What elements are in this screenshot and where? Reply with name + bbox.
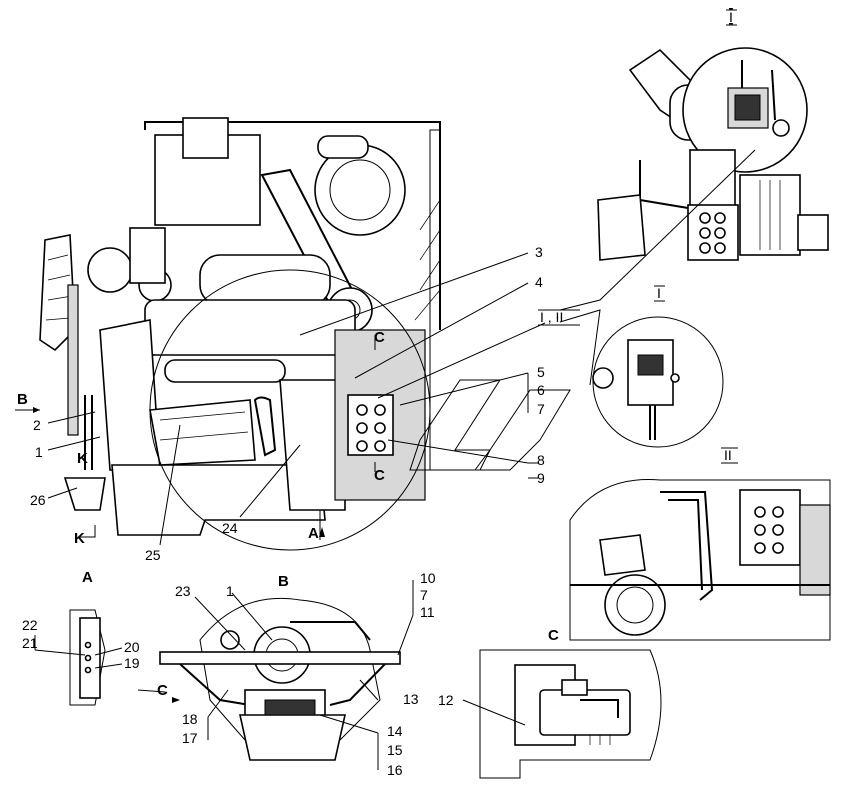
detail-ii-title: II (724, 447, 732, 463)
callout-8: 8 (537, 452, 545, 468)
view-c-title: C (548, 627, 559, 644)
callout-12: 12 (438, 692, 454, 708)
view-b (159, 597, 401, 761)
view-k-bottom-label: K (74, 530, 85, 547)
section-c-bottom-label: C (374, 467, 385, 484)
callout-1: 1 (35, 444, 43, 460)
callout-2: 2 (33, 417, 41, 433)
callout-19: 19 (124, 655, 140, 671)
callout-26: 26 (30, 492, 46, 508)
detail-ii (592, 316, 724, 448)
callout-23: 23 (175, 583, 191, 599)
callout-20: 20 (124, 639, 140, 655)
callout-3: 3 (535, 244, 543, 260)
fan-blades (39, 234, 79, 436)
callout-10: 10 (420, 570, 436, 586)
main-engine-view (39, 117, 571, 551)
detail-i-title: I (729, 9, 733, 25)
callout-17: 17 (182, 730, 198, 746)
callout-13: 13 (403, 691, 419, 707)
callout-16: 16 (387, 762, 403, 778)
callout-4: 4 (535, 274, 543, 290)
detail-i (585, 45, 847, 290)
section-c-top-label: C (374, 329, 385, 346)
view-c (569, 479, 831, 641)
callout-5: 5 (537, 364, 545, 380)
callout-1-view-b: 1 (226, 583, 234, 599)
callout-15: 15 (387, 742, 403, 758)
detail-i-caption: I (657, 285, 661, 301)
callout-9: 9 (537, 470, 545, 486)
view-b-title: B (278, 573, 289, 590)
callout-18: 18 (182, 711, 198, 727)
view-k-top-label: K (77, 450, 88, 467)
view-starter (479, 649, 662, 779)
callout-14: 14 (387, 723, 403, 739)
callout-21: 21 (22, 635, 38, 651)
callout-7-view-b: 7 (420, 587, 428, 603)
callout-7: 7 (537, 401, 545, 417)
view-b-arrow-label: B (17, 391, 28, 408)
view-letter-labels: B K K A C C A B C C (17, 329, 559, 699)
callout-11: 11 (420, 604, 435, 620)
callout-25: 25 (145, 547, 161, 563)
view-a (69, 609, 106, 706)
callout-6: 6 (537, 382, 545, 398)
view-a-title: A (82, 569, 93, 586)
reference-i-ii: I , II (540, 309, 563, 325)
callout-24: 24 (222, 520, 238, 536)
view-a-arrow-label: A (308, 525, 319, 542)
callout-labels: 3 4 5 6 7 8 9 2 1 26 25 24 22 21 20 19 2… (22, 244, 545, 778)
roman-numeral-labels: I I II I , II (538, 9, 738, 464)
leader-lines (15, 149, 756, 770)
callout-22: 22 (22, 617, 38, 633)
view-c-arrow-label: C (157, 682, 168, 699)
